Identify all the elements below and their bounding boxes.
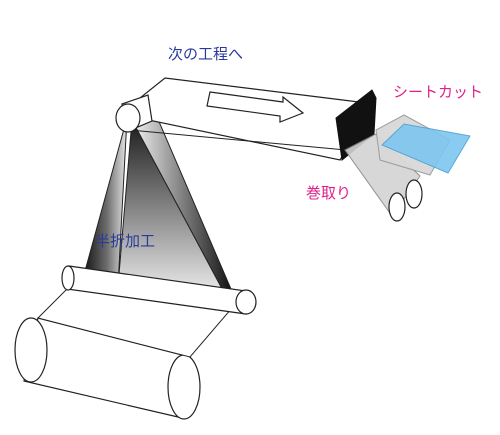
half-fold-label: 半折加工 bbox=[95, 232, 156, 250]
supply-roll bbox=[14, 317, 201, 420]
right-arrow-icon bbox=[206, 91, 305, 123]
winding-label: 巻取り bbox=[306, 184, 352, 202]
winding-section bbox=[344, 133, 423, 222]
next-process-label: 次の工程へ bbox=[168, 45, 244, 63]
folding-roller bbox=[61, 265, 257, 315]
top-roller bbox=[115, 94, 153, 133]
sheet-cut-section bbox=[375, 114, 471, 176]
sheet-cut-label: シートカット bbox=[393, 83, 484, 101]
cutter-blade bbox=[335, 89, 377, 161]
folding-triangle bbox=[81, 109, 235, 299]
